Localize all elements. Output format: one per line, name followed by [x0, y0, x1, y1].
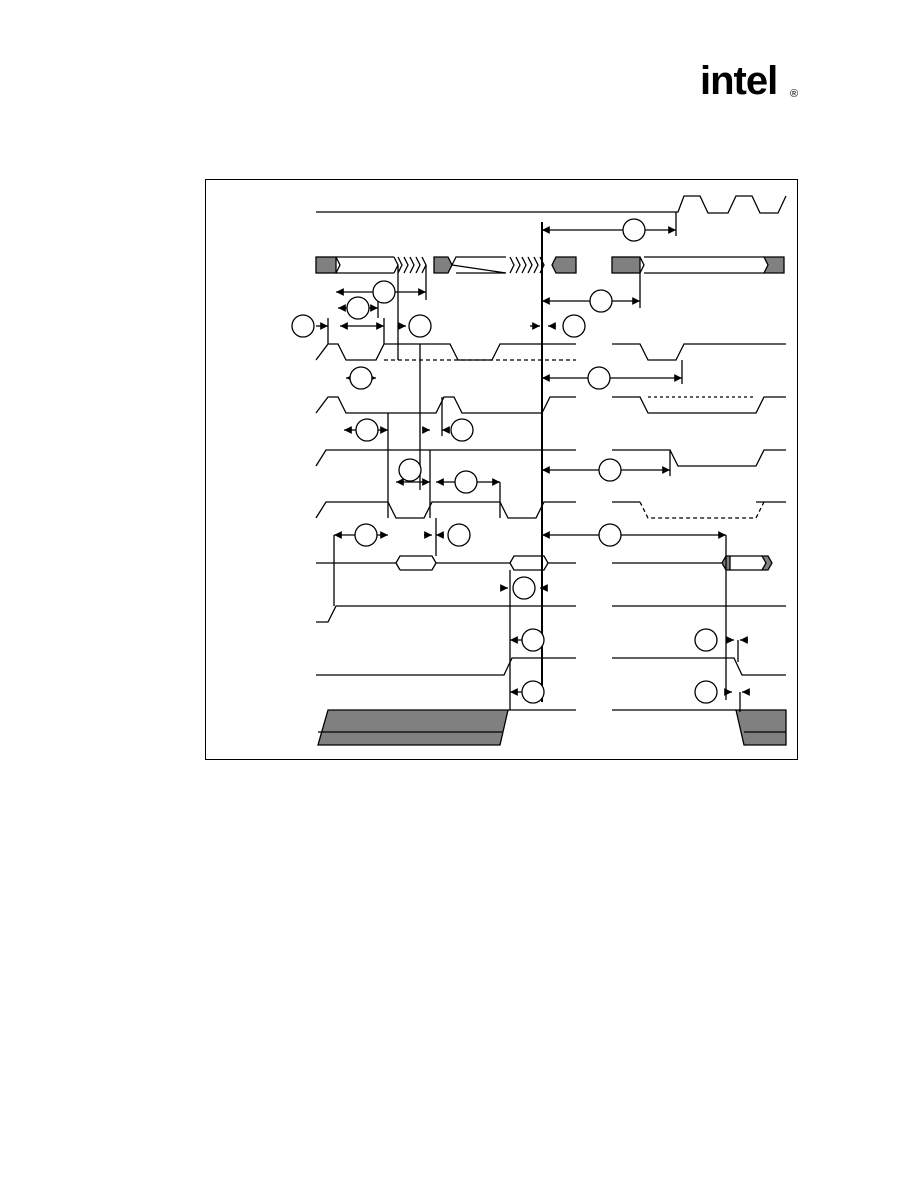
registered-mark: ® — [790, 88, 799, 100]
signal-row-2-bus — [315, 256, 785, 274]
timing-callout-circles — [291, 218, 718, 704]
signal-row-9 — [316, 657, 576, 676]
callout-circle — [512, 576, 536, 600]
callout-circle — [562, 314, 586, 338]
signal-row-4-right — [612, 396, 786, 414]
signal-row-7 — [316, 555, 510, 571]
signal-row-8 — [316, 605, 576, 623]
signal-row-6 — [315, 501, 576, 519]
callout-circle — [598, 458, 622, 482]
signal-row-10-band — [317, 709, 509, 746]
callout-circle — [587, 366, 611, 390]
callout-circle — [291, 314, 315, 338]
callout-circle — [454, 470, 478, 494]
signal-row-6-dashed — [639, 501, 765, 519]
signal-row-10-right-band — [735, 709, 787, 746]
timing-dimensions — [316, 212, 750, 712]
callout-circle — [450, 418, 474, 442]
callout-circle — [622, 218, 646, 242]
callout-circle — [521, 680, 545, 704]
callout-circle — [372, 280, 396, 304]
intel-logo-wordmark: intel — [700, 59, 778, 103]
callout-circle — [355, 418, 379, 442]
signal-row-9-right — [612, 657, 786, 676]
signal-row-5 — [315, 449, 576, 467]
callout-circle — [398, 458, 422, 482]
callout-circle — [447, 523, 471, 547]
callout-circle — [346, 296, 370, 320]
signal-row-3-right — [612, 343, 786, 361]
signal-row-5-right — [612, 449, 786, 467]
intel-logo: intel ® — [700, 58, 810, 118]
callout-circle — [598, 523, 622, 547]
callout-circle — [694, 628, 718, 652]
signal-row-3 — [315, 343, 576, 361]
callout-circle — [354, 523, 378, 547]
callout-circle — [589, 289, 613, 313]
callout-circle — [408, 314, 432, 338]
timing-diagram-frame — [205, 179, 798, 760]
signal-row-1 — [316, 195, 787, 214]
callout-circle — [349, 366, 373, 390]
signal-row-4 — [315, 396, 576, 414]
callout-circle — [694, 680, 718, 704]
callout-circle — [521, 628, 545, 652]
